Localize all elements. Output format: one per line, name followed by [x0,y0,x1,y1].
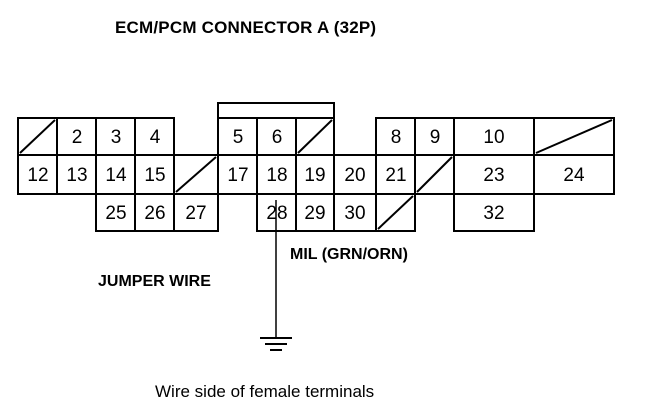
pin-23: 23 [483,165,504,186]
pin-20: 20 [344,165,365,186]
pin-19: 19 [304,165,325,186]
blank-slash-16 [175,156,217,193]
pin-6: 6 [272,127,283,148]
blank-slash-1 [19,119,56,154]
diagram-caption: Wire side of female terminals [155,382,375,401]
pin-26: 26 [144,203,165,224]
pin-5: 5 [233,127,244,148]
pin-18: 18 [266,165,287,186]
pin-9: 9 [430,127,441,148]
pin-2: 2 [72,127,83,148]
pin-15: 15 [144,165,165,186]
jumper-wire-label: JUMPER WIRE [98,273,211,290]
pin-17: 17 [227,165,248,186]
pin-10: 10 [483,127,504,148]
blank-slash-7 [297,119,333,154]
pin-8: 8 [391,127,402,148]
pin-12: 12 [27,165,48,186]
blank-slash-22 [416,156,453,193]
blank-slash-11 [535,119,613,154]
pin-25: 25 [105,203,126,224]
pin-13: 13 [66,165,87,186]
pin-29: 29 [304,203,325,224]
pin-28: 28 [266,203,287,224]
pin-cell-32 [453,193,535,232]
mil-label: MIL (GRN/ORN) [290,246,408,263]
pin-4: 4 [150,127,161,148]
pin-cell-31 [375,193,416,232]
pin-21: 21 [385,165,406,186]
pin-27: 27 [185,203,206,224]
pin-30: 30 [344,203,365,224]
pin-14: 14 [105,165,127,186]
pin-cell-24 [533,154,615,195]
blank-slash-31 [377,195,414,230]
pin-cell-27 [173,193,219,232]
connector-key-tab [217,102,335,118]
pin-32: 32 [483,203,504,224]
pin-24: 24 [563,165,585,186]
connector-title: ECM/PCM CONNECTOR A (32P) [115,18,377,37]
pin-3: 3 [111,127,122,148]
